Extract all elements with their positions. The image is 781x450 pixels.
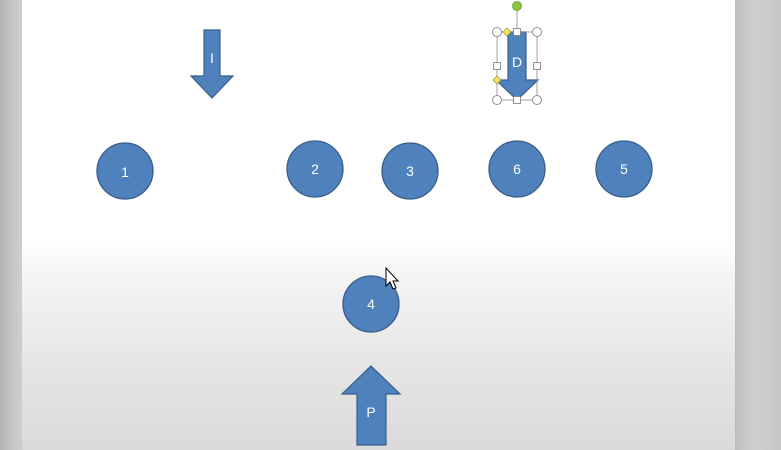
resize-handle-bottom[interactable] xyxy=(513,96,521,104)
mouse-cursor-icon xyxy=(385,266,400,290)
resize-handle-top-left[interactable] xyxy=(492,27,502,37)
arrow-d-label: D xyxy=(512,54,522,70)
right-page-margin xyxy=(735,0,781,450)
circle-shape-1[interactable]: 1 xyxy=(96,142,154,200)
circle-shape-2[interactable]: 2 xyxy=(286,140,344,198)
circle-shape-6[interactable]: 6 xyxy=(488,140,546,198)
resize-handle-right[interactable] xyxy=(533,62,541,70)
adjust-handle-head[interactable] xyxy=(502,27,512,37)
arrow-shape-i[interactable]: I xyxy=(189,29,235,99)
adjust-handle-shaft[interactable] xyxy=(492,75,502,85)
selection-frame[interactable] xyxy=(492,1,542,105)
circle-shape-4[interactable]: 4 xyxy=(342,275,400,333)
circle-6-label: 6 xyxy=(513,161,521,177)
circle-2-label: 2 xyxy=(311,161,319,177)
arrow-shape-p[interactable]: P xyxy=(340,365,402,446)
arrow-p-label: P xyxy=(366,404,375,420)
rotation-handle[interactable] xyxy=(512,1,522,11)
circle-3-label: 3 xyxy=(406,163,414,179)
circle-shape-5[interactable]: 5 xyxy=(595,140,653,198)
resize-handle-bottom-left[interactable] xyxy=(492,95,502,105)
resize-handle-top-right[interactable] xyxy=(532,27,542,37)
circle-shape-3[interactable]: 3 xyxy=(381,142,439,200)
circle-5-label: 5 xyxy=(620,161,628,177)
arrow-i-label: I xyxy=(210,50,214,66)
resize-handle-top[interactable] xyxy=(513,28,521,36)
left-page-margin xyxy=(0,0,22,450)
resize-handle-bottom-right[interactable] xyxy=(532,95,542,105)
arrow-shape-d[interactable]: D xyxy=(494,31,540,101)
circle-4-label: 4 xyxy=(367,296,375,312)
resize-handle-left[interactable] xyxy=(493,62,501,70)
circle-1-label: 1 xyxy=(121,164,129,180)
